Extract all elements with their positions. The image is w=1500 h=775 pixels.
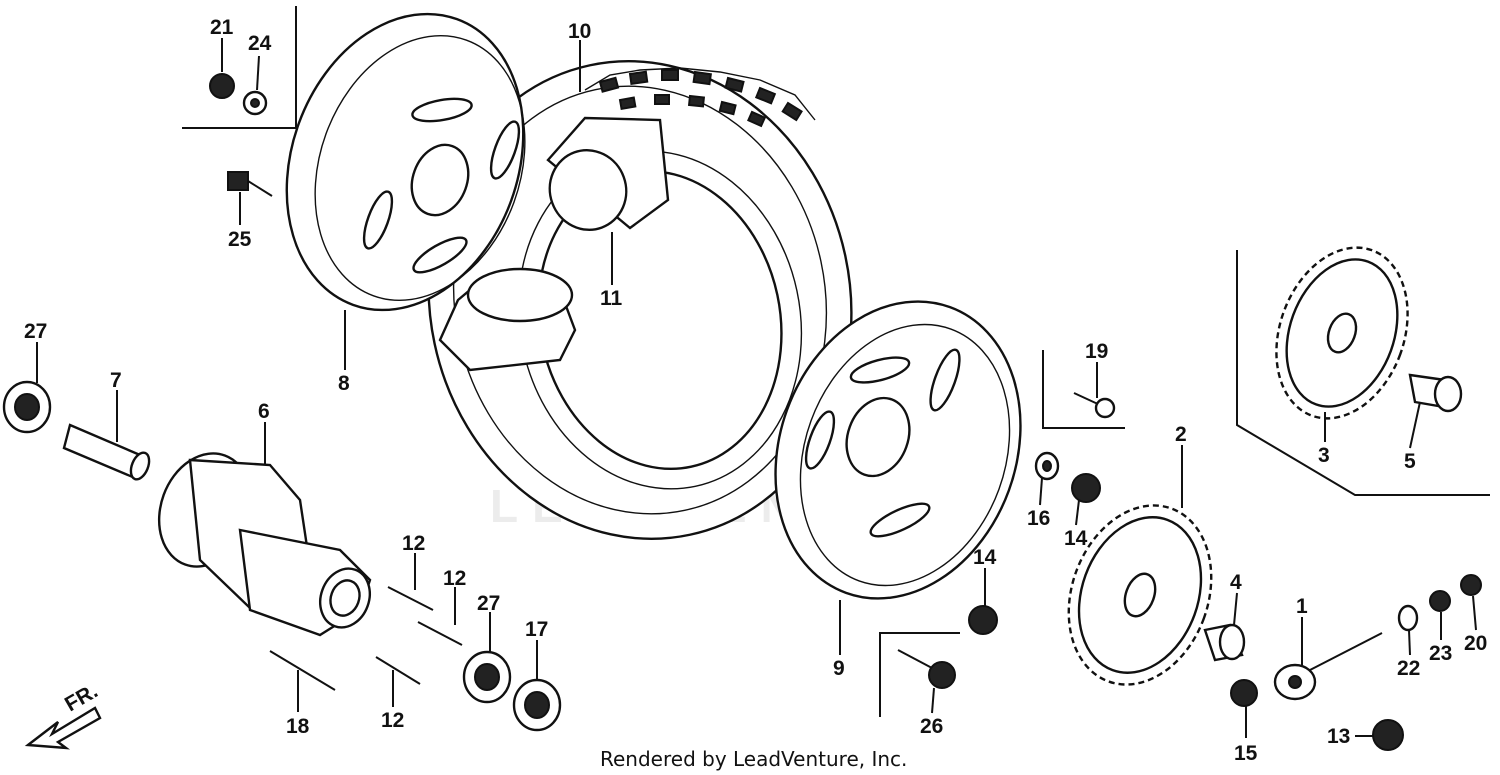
render-credit: Rendered by LeadVenture, Inc. — [600, 747, 907, 771]
tire-tread-lugs — [598, 69, 803, 128]
callout-12-a: 12 — [402, 532, 425, 555]
leader-lines — [36, 38, 1477, 738]
washer-22 — [1397, 604, 1419, 632]
nut-14-lower — [968, 605, 998, 635]
chain-adjuster — [1273, 632, 1383, 701]
callout-4: 4 — [1230, 571, 1242, 594]
bead-sleeve-lower — [438, 267, 577, 372]
callout-13: 13 — [1327, 725, 1350, 748]
callout-10: 10 — [568, 20, 591, 43]
stud-bolt-c — [375, 656, 421, 685]
callout-23: 23 — [1429, 642, 1452, 665]
callout-24: 24 — [248, 32, 272, 55]
bolt-25 — [227, 171, 273, 197]
callout-7: 7 — [110, 369, 122, 392]
callout-26: 26 — [920, 715, 943, 738]
callout-11: 11 — [600, 287, 623, 310]
stud-bolt-b — [417, 621, 463, 646]
nut-13 — [1372, 719, 1404, 751]
callout-14-lower: 14 — [973, 546, 997, 569]
bearing-left — [2, 380, 52, 434]
callout-6: 6 — [258, 400, 270, 423]
bolt-19 — [1073, 392, 1116, 419]
callout-20: 20 — [1464, 632, 1487, 655]
bead-sleeve-upper — [546, 116, 670, 231]
callout-15: 15 — [1234, 742, 1258, 765]
stud-bolt-a — [387, 586, 434, 611]
nut-20 — [1460, 574, 1482, 596]
callout-labels: 21 24 25 10 11 8 27 7 6 12 12 27 17 12 1… — [24, 16, 1487, 765]
callout-19: 19 — [1085, 340, 1108, 363]
wheel-half-outer — [285, 12, 526, 312]
callout-8: 8 — [338, 372, 350, 395]
callout-14-upper: 14 — [1064, 527, 1088, 550]
bracket-sprocket — [1236, 250, 1490, 496]
bolt-26 — [897, 649, 956, 689]
collar-4 — [1203, 623, 1246, 662]
bracket-top-left — [182, 6, 297, 129]
wheel-half-inner — [774, 300, 1022, 600]
nut-15 — [1230, 679, 1258, 707]
callout-18: 18 — [286, 715, 310, 738]
sprocket-lower — [1067, 504, 1213, 686]
front-direction-arrow: FR. — [24, 679, 102, 750]
bracket-bolt-26 — [879, 632, 960, 717]
washer-16 — [1034, 451, 1060, 481]
stud-bolt-long — [269, 650, 336, 691]
callout-12-c: 12 — [381, 709, 404, 732]
nut-14-upper — [1071, 473, 1101, 503]
sprocket-upper — [1275, 246, 1409, 420]
washer-24 — [242, 90, 268, 116]
callout-17: 17 — [525, 618, 548, 641]
nut-23 — [1429, 590, 1451, 612]
nut-21 — [209, 73, 235, 99]
callout-16: 16 — [1027, 507, 1050, 530]
bearing-center — [462, 650, 512, 704]
callout-25: 25 — [228, 228, 252, 251]
axle-collar — [62, 423, 151, 481]
callout-1: 1 — [1296, 595, 1308, 618]
bracket-bolt-19 — [1042, 350, 1125, 429]
callout-27-center: 27 — [477, 592, 500, 615]
oil-seal — [512, 678, 562, 732]
callout-27-left: 27 — [24, 320, 47, 343]
collar-5 — [1408, 373, 1463, 413]
callout-9: 9 — [833, 657, 845, 680]
callout-3: 3 — [1318, 444, 1330, 467]
callout-2: 2 — [1175, 423, 1187, 446]
callout-5: 5 — [1404, 450, 1416, 473]
callout-22: 22 — [1397, 657, 1420, 680]
callout-21: 21 — [210, 16, 234, 39]
callout-12-b: 12 — [443, 567, 466, 590]
wheel-hub — [157, 452, 372, 637]
